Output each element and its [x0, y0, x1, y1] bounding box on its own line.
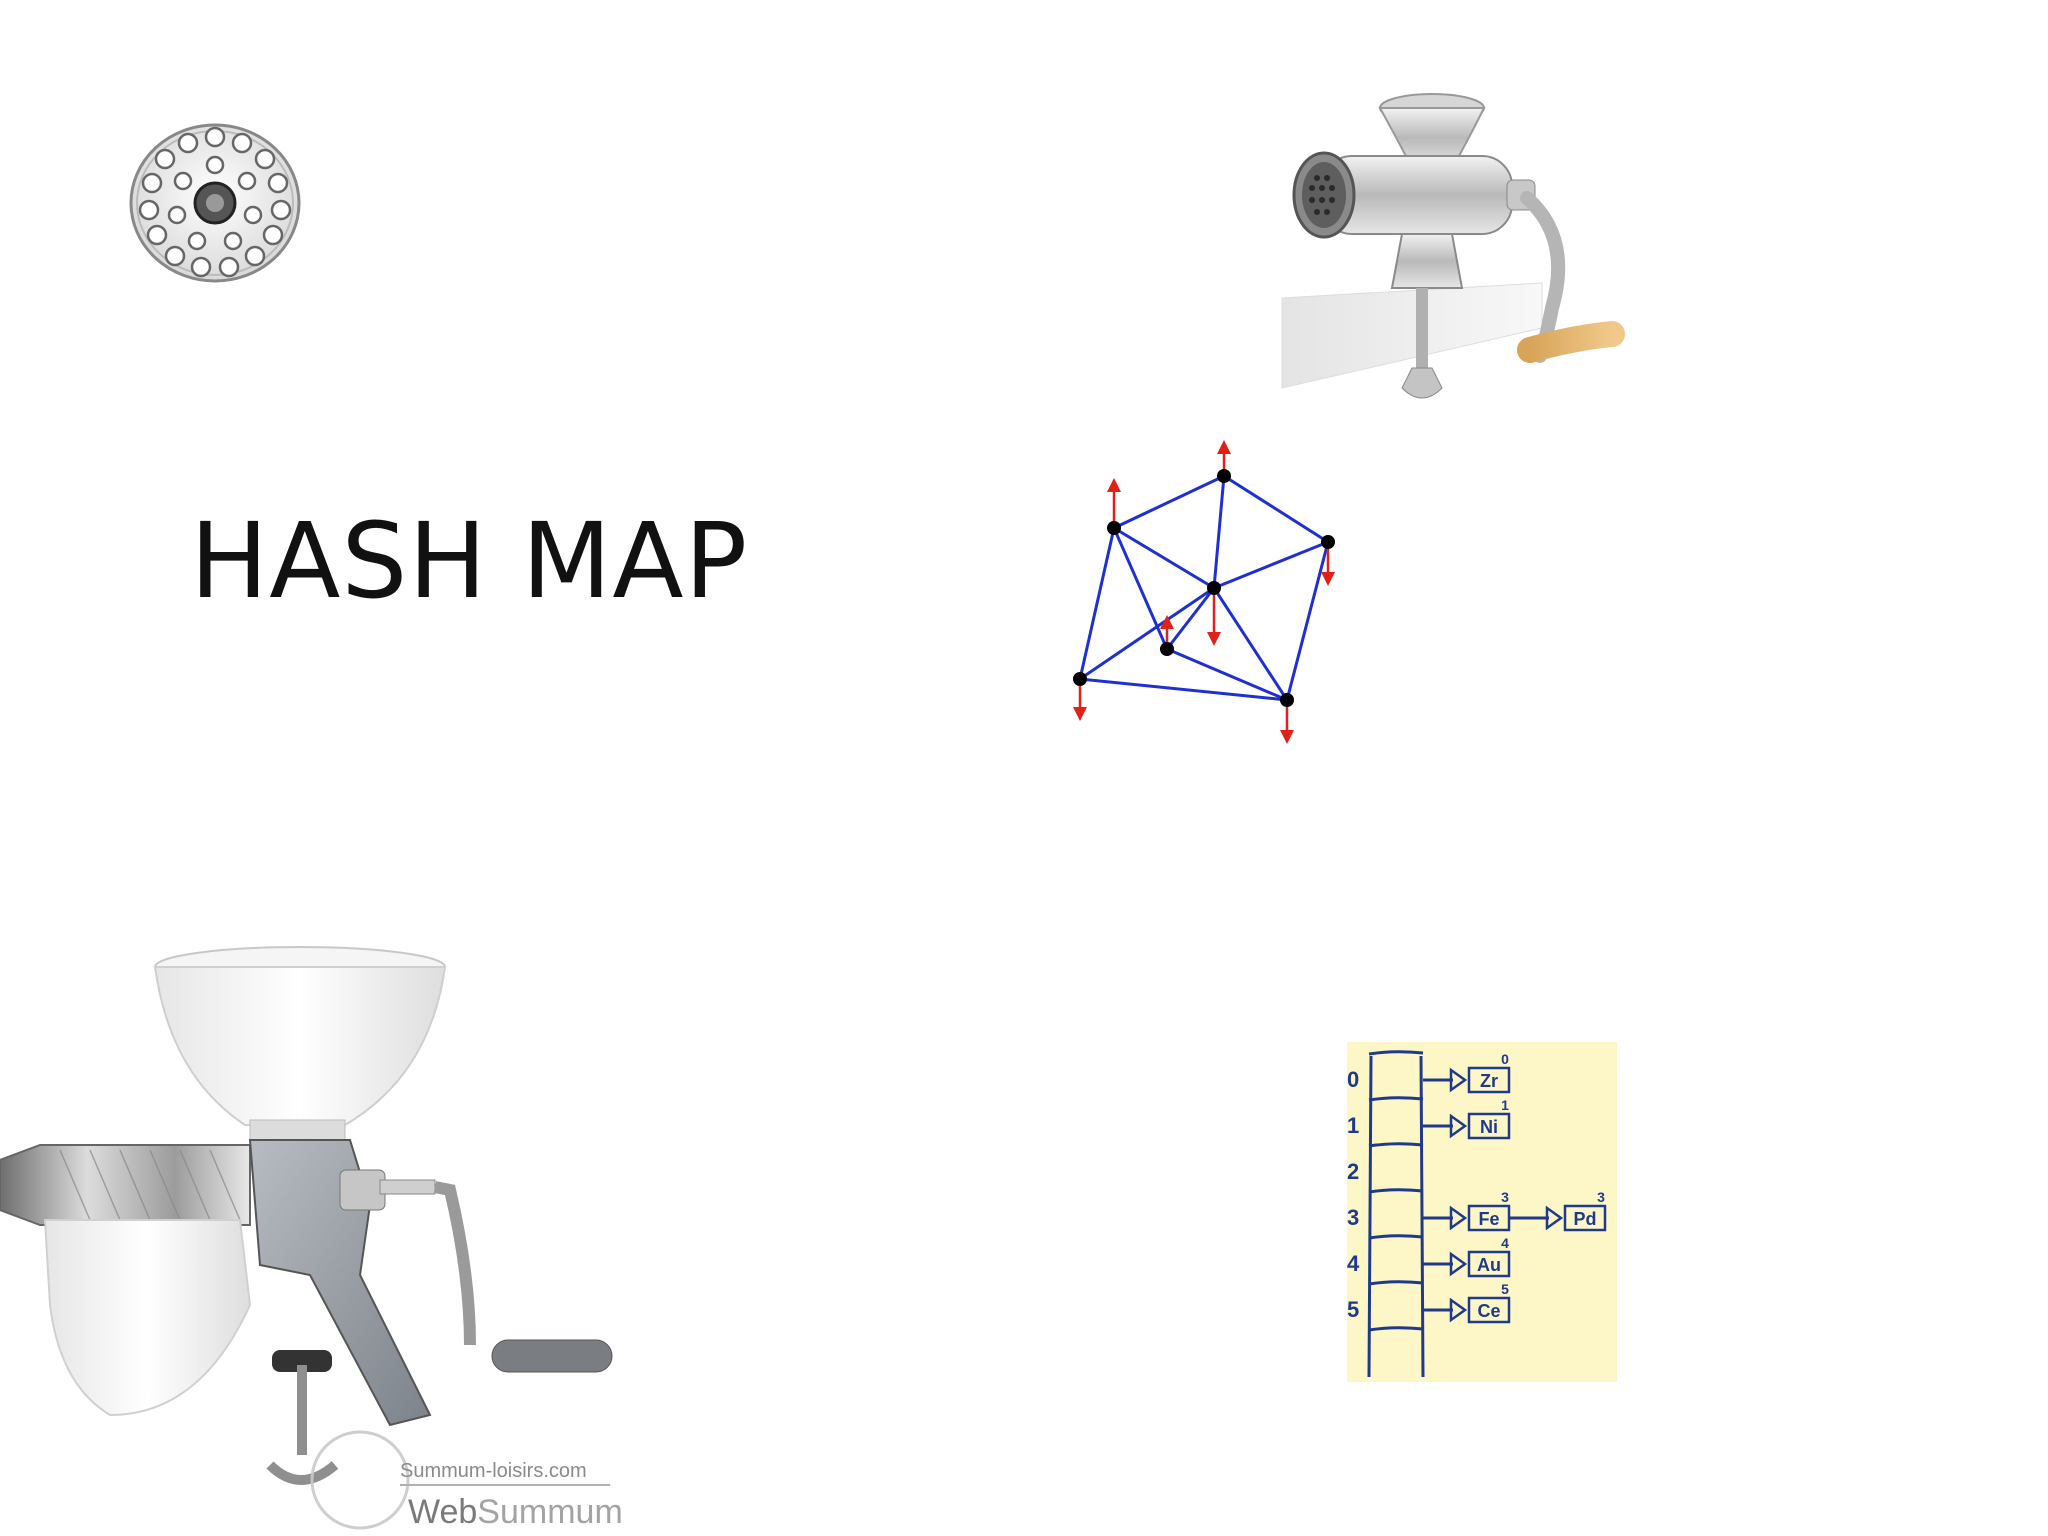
bucket-divider: [1368, 1142, 1424, 1148]
graph-edge: [1165, 587, 1216, 650]
chain-arrow-head: [1545, 1205, 1564, 1231]
graph-edge: [1166, 647, 1288, 702]
entry-box: [1467, 1112, 1511, 1140]
entry-box: [1563, 1204, 1607, 1232]
entry-key: Ce: [1477, 1301, 1500, 1321]
bucket-divider: [1368, 1096, 1424, 1102]
entry-hash: 5: [1501, 1281, 1509, 1297]
graph-edge: [1285, 541, 1330, 701]
entry-key: Au: [1477, 1255, 1501, 1275]
bucket-index: 1: [1347, 1113, 1359, 1138]
entry-hash: 3: [1501, 1189, 1509, 1205]
svg-text:WebSummum: WebSummum: [408, 1493, 623, 1531]
graph-node: [1207, 581, 1221, 595]
graph-arrow-head: [1107, 478, 1121, 492]
grinder-plate-icon: [125, 115, 325, 290]
bucket-index: 2: [1347, 1159, 1359, 1184]
bucket-index: 5: [1347, 1297, 1359, 1322]
entry-hash: 1: [1501, 1097, 1509, 1113]
graph-arrow-head: [1280, 730, 1294, 744]
graph-edge: [1212, 475, 1226, 589]
graph-node: [1217, 469, 1231, 483]
graph-node: [1073, 672, 1087, 686]
chain-arrow-head: [1449, 1205, 1468, 1231]
entry-box: [1467, 1296, 1511, 1324]
entry-hash: 0: [1501, 1051, 1509, 1067]
chain-arrow-head: [1449, 1113, 1468, 1139]
bucket-divider: [1368, 1326, 1424, 1332]
bucket-column-right: [1419, 1055, 1425, 1378]
watermark-brand-web: Web: [408, 1493, 477, 1531]
graph-edge: [1113, 526, 1215, 590]
entry-box: [1467, 1066, 1511, 1094]
graph-arrow-head: [1217, 440, 1231, 454]
graph-arrow-head: [1207, 632, 1221, 646]
entry-key: Pd: [1573, 1209, 1596, 1229]
graph-node: [1107, 521, 1121, 535]
watermark-brand-summum: Summum: [477, 1493, 622, 1531]
graph-node: [1160, 642, 1174, 656]
bucket-column-left: [1367, 1055, 1373, 1378]
bucket-index: 3: [1347, 1205, 1359, 1230]
bucket-divider: [1368, 1234, 1424, 1240]
graph-arrow-head: [1073, 707, 1087, 721]
graph-arrow-head: [1321, 572, 1335, 586]
graph-edge: [1079, 586, 1215, 681]
entry-key: Ni: [1480, 1117, 1498, 1137]
bucket-divider: [1368, 1050, 1424, 1056]
graph-edge: [1213, 540, 1329, 590]
meat-grinder-icon: [1281, 88, 1632, 418]
graph-edge: [1078, 527, 1116, 680]
graph-edge: [1223, 474, 1329, 544]
graph-node: [1280, 693, 1294, 707]
chain-arrow-head: [1449, 1297, 1468, 1323]
graph-edge: [1113, 474, 1225, 530]
chain-arrow-head: [1449, 1067, 1468, 1093]
bucket-index: 0: [1347, 1067, 1359, 1092]
graph-edge: [1112, 527, 1169, 650]
graph-edge: [1212, 587, 1289, 701]
tomato-press-icon: Summum-loisirs.com WebSummum: [0, 945, 640, 1536]
entry-key: Fe: [1478, 1209, 1499, 1229]
entry-box: [1467, 1250, 1511, 1278]
graph-diagram: [1060, 430, 1360, 750]
watermark-site: Summum-loisirs.com: [400, 1460, 587, 1482]
bucket-divider: [1368, 1188, 1424, 1194]
graph-node: [1321, 535, 1335, 549]
slide-title: HASH MAP: [190, 500, 749, 622]
graph-edge: [1079, 677, 1288, 702]
bucket-divider: [1368, 1280, 1424, 1286]
graph-arrow-head: [1160, 615, 1174, 629]
entry-hash: 3: [1597, 1189, 1605, 1205]
entry-key: Zr: [1480, 1071, 1498, 1091]
entry-hash: 4: [1501, 1235, 1509, 1251]
bucket-index: 4: [1347, 1251, 1360, 1276]
chain-arrow-head: [1449, 1251, 1468, 1277]
